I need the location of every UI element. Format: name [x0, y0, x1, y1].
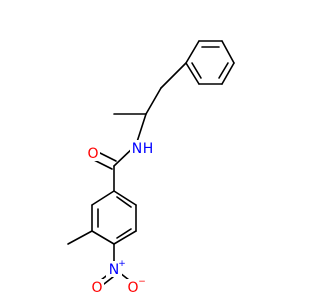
- bond-ring-1: [91, 190, 115, 206]
- mask-nitro-oxygen-left: [90, 279, 104, 295]
- bond-chain-1: [160, 62, 187, 89]
- amide-nitrogen-label: N: [132, 141, 142, 157]
- bond-ring-4: [113, 230, 137, 245]
- molecule-structure-diagram: O N H N + O O −: [67, 40, 235, 296]
- nitro-oxygen-right-charge: −: [138, 277, 146, 287]
- bond-phenyl-3: [221, 62, 235, 85]
- bond-ring-inner-2: [116, 228, 132, 239]
- bonds: [67, 40, 235, 285]
- atom-labels: O N H N + O O −: [86, 140, 153, 296]
- bond-ring-methyl: [67, 230, 93, 245]
- carbonyl-oxygen-label: O: [87, 146, 98, 162]
- nitro-nitrogen-charge: +: [118, 259, 126, 269]
- bond-phenyl-6: [185, 40, 200, 64]
- nitro-nitrogen-label: N: [109, 262, 119, 278]
- bond-phenyl-inner-2: [218, 62, 229, 79]
- mask-nitro-nitrogen: [106, 261, 122, 277]
- mask-carbonyl-oxygen: [86, 145, 100, 161]
- mask-nitro-oxygen-right: [126, 279, 140, 295]
- bond-ring-3: [91, 230, 115, 245]
- bond-ring-inner-3: [116, 196, 132, 208]
- bond-chain-2: [145, 87, 162, 115]
- bond-chain-to-nitrogen: [135, 113, 147, 146]
- bond-phenyl-5: [185, 62, 200, 85]
- nitro-oxygen-right-label: O: [127, 280, 138, 296]
- bond-phenyl-inner-3: [191, 62, 202, 79]
- nitro-oxygen-left-label: O: [91, 280, 102, 296]
- mask-amide-nitrogen: [130, 140, 152, 156]
- bond-ring-6: [113, 190, 137, 206]
- bond-nitro-oxygen-left-2: [103, 276, 114, 285]
- bond-phenyl-2: [221, 40, 235, 64]
- amide-hydrogen-label: H: [143, 141, 154, 157]
